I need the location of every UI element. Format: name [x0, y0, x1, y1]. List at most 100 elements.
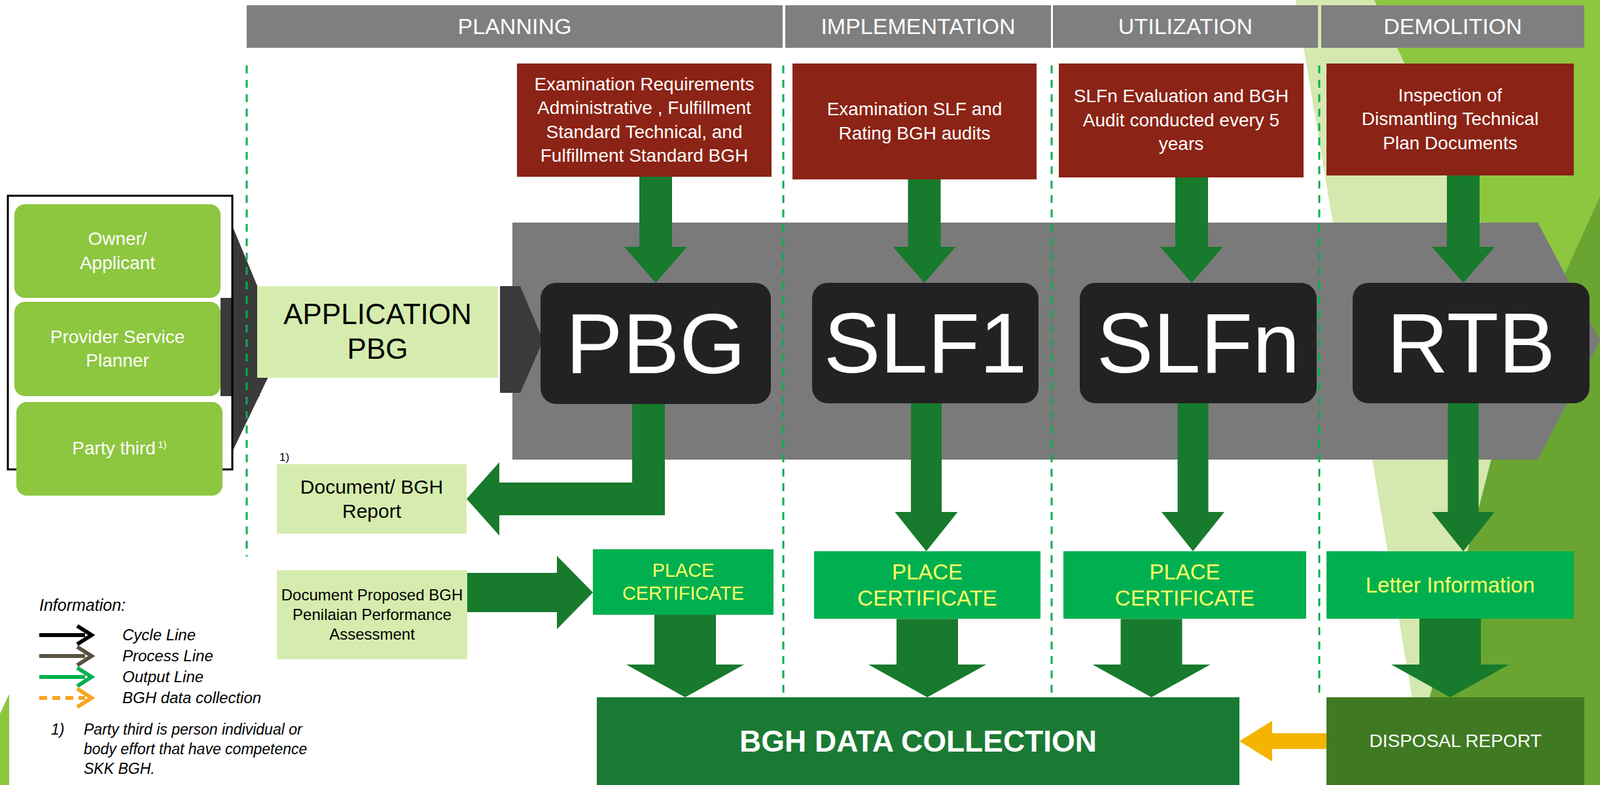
- phase-header: DEMOLITION: [1321, 5, 1585, 48]
- output-arrow: [1161, 403, 1225, 552]
- stage-box: SLF1: [812, 282, 1039, 404]
- decor-shape: [0, 693, 10, 785]
- node-text: Document/ BGH Report: [299, 474, 444, 524]
- stage-box: RTB: [1352, 282, 1590, 404]
- node-text: PLACE CERTIFICATE: [838, 558, 1016, 611]
- footnote-number: 1): [51, 719, 65, 740]
- legend-row: Cycle Line: [91, 624, 196, 645]
- legend-text: Output Line: [122, 667, 204, 686]
- stage-box: PBG: [540, 282, 771, 404]
- output-arrow: [893, 179, 957, 283]
- output-arrow: [467, 555, 593, 629]
- arrow-head: [466, 462, 500, 536]
- data-collection-box: BGH DATA COLLECTION: [596, 696, 1240, 785]
- node-text: UTILIZATION: [1118, 13, 1253, 40]
- arrow-shaft: [896, 618, 959, 665]
- output-arrow: [868, 618, 987, 697]
- arrow-head: [1092, 664, 1211, 697]
- actor-box: Owner/ Applicant: [14, 204, 221, 298]
- phase-header: PLANNING: [246, 5, 783, 48]
- arrow-head: [868, 664, 987, 697]
- node-text: APPLICATION PBG: [279, 297, 476, 367]
- output-arrow: [1431, 403, 1495, 552]
- node-text: Party third: [71, 437, 156, 459]
- text-group: SLFn: [1096, 300, 1301, 386]
- arrow-head: [1239, 720, 1273, 762]
- arrow-head: [626, 664, 745, 697]
- node-text: DEMOLITION: [1383, 13, 1523, 40]
- text-group: Provider Service Planner: [35, 325, 200, 374]
- output-arrow: [466, 403, 649, 536]
- callout-number: 1): [279, 450, 290, 465]
- output-box: Letter Information: [1326, 551, 1574, 619]
- phase-header: IMPLEMENTATION: [785, 5, 1051, 48]
- node-text: SLFn: [1096, 300, 1301, 386]
- text-group: SLFn Evaluation and BGH Audit conducted …: [1064, 84, 1299, 156]
- legend-text: BGH data collection: [122, 688, 262, 707]
- arrow-shaft: [908, 179, 942, 248]
- node-text: PLACE CERTIFICATE: [594, 558, 772, 605]
- legend-title: Information:: [39, 594, 126, 616]
- text-group: Document/ BGH Report: [299, 474, 444, 524]
- arrow-head: [556, 555, 593, 629]
- stage-box: SLFn: [1079, 282, 1317, 404]
- arrow-head: [1391, 664, 1510, 697]
- text-group: PLANNING: [458, 13, 572, 40]
- text-group: IMPLEMENTATION: [820, 13, 1015, 40]
- arrow-shaft: [1448, 403, 1479, 513]
- text-group: PLACE CERTIFICATE: [838, 558, 1016, 611]
- text-group: Owner/ Applicant: [62, 227, 174, 275]
- arrow-shaft: [1120, 618, 1183, 665]
- node-text: Document Proposed BGH: [281, 585, 463, 605]
- legend-row: BGH data collection: [91, 687, 262, 708]
- application-box: APPLICATION PBG: [257, 285, 498, 378]
- text-group: UTILIZATION: [1118, 13, 1253, 40]
- text-group: Examination SLF and Rating BGH audits: [806, 97, 1023, 146]
- text-group: RTB: [1386, 300, 1556, 386]
- output-arrow: [895, 403, 959, 552]
- footnote-mark: 1): [157, 438, 167, 450]
- output-arrow: [1431, 175, 1495, 283]
- node-text: BGH DATA COLLECTION: [739, 723, 1097, 759]
- legend-row: Process Line: [91, 645, 214, 666]
- check-box: Inspection of Dismantling Technical Plan…: [1326, 63, 1574, 176]
- node-text: Examination Requirements Administrative …: [523, 72, 766, 169]
- legend-text: Cycle Line: [122, 625, 196, 644]
- node-text: PLACE CERTIFICATE: [1096, 558, 1274, 611]
- arrow-head: [893, 246, 957, 283]
- text-group: PLACE CERTIFICATE: [594, 558, 772, 605]
- node-text: Owner/ Applicant: [62, 227, 174, 275]
- text-group: Examination Requirements Administrative …: [523, 72, 766, 169]
- legend-sample: [39, 625, 92, 707]
- node-text: Penilaian Performance Assessment: [280, 604, 464, 644]
- node-text: SLFn Evaluation and BGH Audit conducted …: [1064, 84, 1299, 156]
- node-text: Inspection of Dismantling Technical Plan…: [1348, 83, 1552, 156]
- output-arrow: [624, 176, 688, 283]
- arrow-head: [1161, 511, 1225, 552]
- legend-row: Output Line: [91, 666, 204, 687]
- actor-box: Provider Service Planner: [14, 301, 221, 396]
- output-box: PLACE CERTIFICATE: [814, 551, 1041, 619]
- arrow-head: [1160, 246, 1224, 283]
- report-box: DISPOSAL REPORT: [1326, 696, 1585, 785]
- check-box: Examination SLF and Rating BGH audits: [792, 63, 1037, 180]
- output-box: PLACE CERTIFICATE: [592, 549, 774, 615]
- document-box: Document/ BGH Report: [276, 463, 467, 534]
- legend-text: Process Line: [122, 646, 214, 665]
- arrow-shaft: [910, 403, 942, 513]
- actor-box: Party third1): [16, 401, 223, 496]
- text-group: BGH DATA COLLECTION: [739, 723, 1097, 759]
- node-text: IMPLEMENTATION: [820, 13, 1015, 40]
- text-group: Document Proposed BGHPenilaian Performan…: [280, 585, 464, 644]
- output-arrow: [626, 614, 745, 697]
- arrow-shaft: [467, 572, 558, 612]
- arrow-shaft: [1175, 177, 1209, 248]
- arrow-head: [895, 511, 959, 552]
- text-group: SLF1: [823, 300, 1028, 386]
- node-text: RTB: [1386, 300, 1556, 386]
- node-text: Letter Information: [1365, 571, 1536, 599]
- text-group: Party third1): [71, 436, 167, 461]
- text-group: DISPOSAL REPORT: [1369, 730, 1542, 752]
- footnote-text: Party third is person individual or body…: [83, 719, 320, 779]
